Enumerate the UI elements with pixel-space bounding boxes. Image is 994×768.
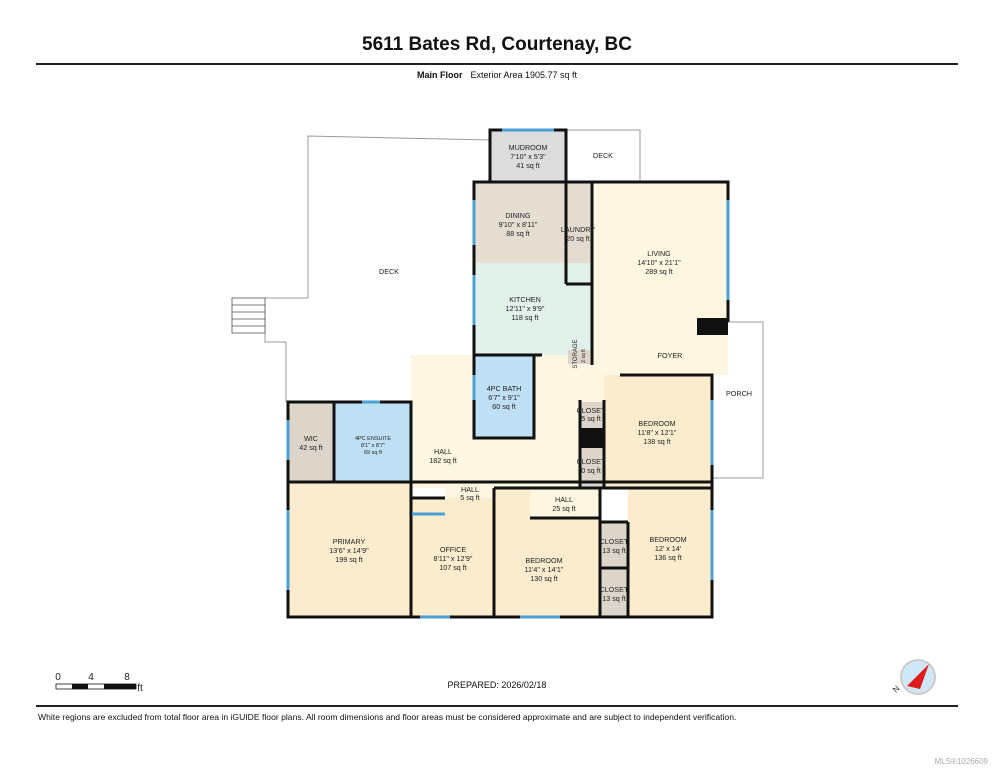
office-name: OFFICE xyxy=(440,545,467,554)
windows xyxy=(286,128,730,619)
room-office xyxy=(411,498,494,617)
closet-13b-name: CLOSET xyxy=(600,585,629,594)
closet-13b-area: 13 sq ft xyxy=(602,594,626,603)
closet-13a-area: 13 sq ft xyxy=(602,546,626,555)
floor-subtitle: Main Floor Exterior Area 1905.77 sq ft xyxy=(0,70,994,80)
office-dims: 8'11" x 12'9" xyxy=(434,554,473,563)
primary-dims: 13'6" x 14'9" xyxy=(329,546,369,555)
room-hall-5 xyxy=(445,486,494,498)
foyer-label: FOYER xyxy=(658,351,683,360)
room-wic xyxy=(288,402,334,482)
primary-area: 199 sq ft xyxy=(335,555,363,564)
dining-area: 88 sq ft xyxy=(506,229,530,238)
bedroom-se-name: BEDROOM xyxy=(649,535,686,544)
room-ensuite xyxy=(334,402,411,482)
hall-5-name: HALL xyxy=(461,485,479,494)
bath-dims: 6'7" x 9'1" xyxy=(488,393,520,402)
bedroom-s-name: BEDROOM xyxy=(525,556,562,565)
porch-label: PORCH xyxy=(726,389,752,398)
room-hall-25 xyxy=(530,488,600,518)
wall-block xyxy=(697,318,728,335)
stairs xyxy=(231,297,266,334)
living-dims: 14'10" x 21'1" xyxy=(637,258,681,267)
dining-dims: 9'10" x 8'11" xyxy=(499,220,538,229)
wall-block xyxy=(580,428,604,448)
storage-area: 2 sq ft xyxy=(581,349,587,363)
bath-name: 4PC BATH xyxy=(487,384,522,393)
bedroom-se-area: 136 sq ft xyxy=(654,553,682,562)
ensuite-area: 69 sq ft xyxy=(364,450,383,456)
page-title: 5611 Bates Rd, Courtenay, BC xyxy=(362,34,632,55)
room-closet-13a xyxy=(600,522,628,568)
hall-5-area: 5 sq ft xyxy=(460,493,480,502)
laundry-name: LAUNDRY xyxy=(561,225,595,234)
floor-name: Main Floor xyxy=(416,70,463,80)
footer-divider xyxy=(36,705,958,707)
room-mudroom xyxy=(490,130,566,182)
mls-watermark: MLS®1026609 xyxy=(934,757,989,766)
mudroom-name: MUDROOM xyxy=(509,143,548,152)
hall-25-name: HALL xyxy=(555,495,573,504)
bedroom-ne-name: BEDROOM xyxy=(638,419,675,428)
closet-0-area: 0 sq ft xyxy=(581,466,601,475)
deck-large-label: DECK xyxy=(379,267,399,276)
bedroom-se-dims: 12' x 14' xyxy=(655,544,682,553)
wic-area: 42 sq ft xyxy=(299,443,323,452)
office-area: 107 sq ft xyxy=(439,563,467,572)
room-closet-5 xyxy=(580,402,604,428)
primary-name: PRIMARY xyxy=(333,537,366,546)
wic-name: WIC xyxy=(304,434,318,443)
closet-0-name: CLOSET xyxy=(577,457,606,466)
room-bedroom-ne xyxy=(604,375,712,488)
room-bedroom-se xyxy=(628,488,712,617)
ensuite-dims: 8'1" x 8'7" xyxy=(361,443,385,449)
kitchen-dims: 12'11" x 9'9" xyxy=(506,304,545,313)
prepared-date: PREPARED: 2026/02/18 xyxy=(447,680,547,690)
living-name: LIVING xyxy=(647,249,671,258)
porch-outline xyxy=(712,321,764,479)
closet-5-area: 5 sq ft xyxy=(581,414,601,423)
hall-main-name: HALL xyxy=(434,447,452,456)
disclaimer: White regions are excluded from total fl… xyxy=(38,712,737,722)
room-living xyxy=(592,182,728,375)
mudroom-area: 41 sq ft xyxy=(516,161,540,170)
closet-13a-name: CLOSET xyxy=(600,537,629,546)
room-dining xyxy=(474,182,566,263)
kitchen-area: 118 sq ft xyxy=(511,313,538,322)
exterior-area: Exterior Area 1905.77 sq ft xyxy=(470,70,578,80)
hall-main-area: 182 sq ft xyxy=(429,456,457,465)
room-bath xyxy=(474,355,534,438)
living-area: 289 sq ft xyxy=(645,267,673,276)
scale-unit: ft xyxy=(137,683,143,694)
room-primary xyxy=(288,482,411,617)
compass-north-label: N xyxy=(891,684,902,695)
bath-area: 60 sq ft xyxy=(492,402,516,411)
room-storage xyxy=(568,350,590,364)
closet-5-name: CLOSET xyxy=(577,406,606,415)
title-divider xyxy=(36,63,958,65)
room-closet-13b xyxy=(600,568,628,617)
scale-tick-8: 8 xyxy=(124,672,130,683)
compass-icon: N xyxy=(891,659,936,695)
laundry-area: 20 sq ft xyxy=(566,234,590,243)
scale-bar: 0 4 8 ft xyxy=(55,672,143,694)
storage-name: STORAGE xyxy=(573,339,579,368)
bedroom-s-area: 130 sq ft xyxy=(530,574,558,583)
scale-tick-4: 4 xyxy=(88,672,94,683)
bedroom-ne-dims: 11'8" x 12'1" xyxy=(638,428,677,437)
scale-tick-0: 0 xyxy=(55,672,61,683)
bedroom-s-dims: 11'4" x 14'1" xyxy=(525,565,564,574)
ensuite-name: 4PC ENSUITE xyxy=(355,436,391,442)
dining-name: DINING xyxy=(505,211,531,220)
deck-small-label: DECK xyxy=(593,151,613,160)
room-kitchen-notch xyxy=(566,284,592,355)
hall-25-area: 25 sq ft xyxy=(552,504,576,513)
mudroom-dims: 7'10" x 5'3" xyxy=(510,152,546,161)
kitchen-name: KITCHEN xyxy=(509,295,541,304)
small-deck-outline xyxy=(566,129,641,182)
bedroom-ne-area: 138 sq ft xyxy=(643,437,671,446)
